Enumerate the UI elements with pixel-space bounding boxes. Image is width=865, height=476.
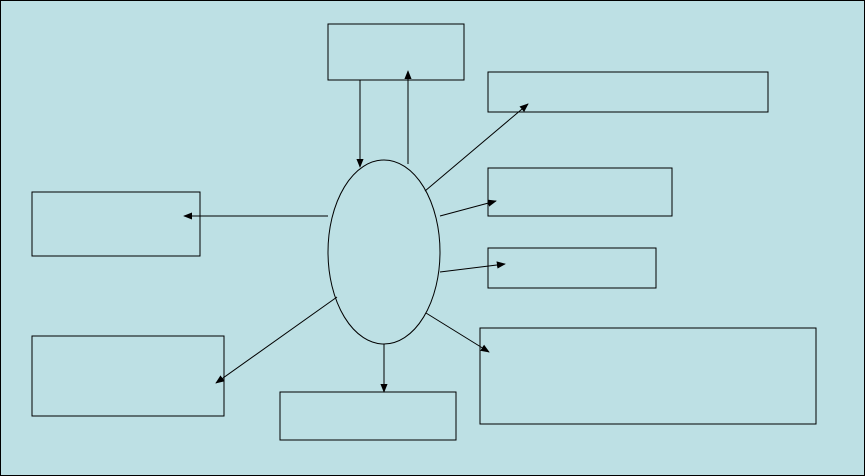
arrow-center-to-mid-right (439, 199, 497, 217)
arrow-center-to-upper-right (424, 103, 529, 192)
box-left (31, 191, 201, 257)
box-mid-right (487, 167, 673, 217)
arrow-center-to-bottom-right (425, 312, 490, 353)
arrow-center-to-bottom-left (215, 296, 338, 384)
box-lower-right (487, 247, 657, 289)
box-top (327, 23, 465, 81)
box-bottom-right (479, 327, 817, 425)
box-upper-right (487, 71, 769, 113)
arrow-center-to-lower-right (439, 261, 506, 273)
box-bottom (279, 391, 457, 441)
